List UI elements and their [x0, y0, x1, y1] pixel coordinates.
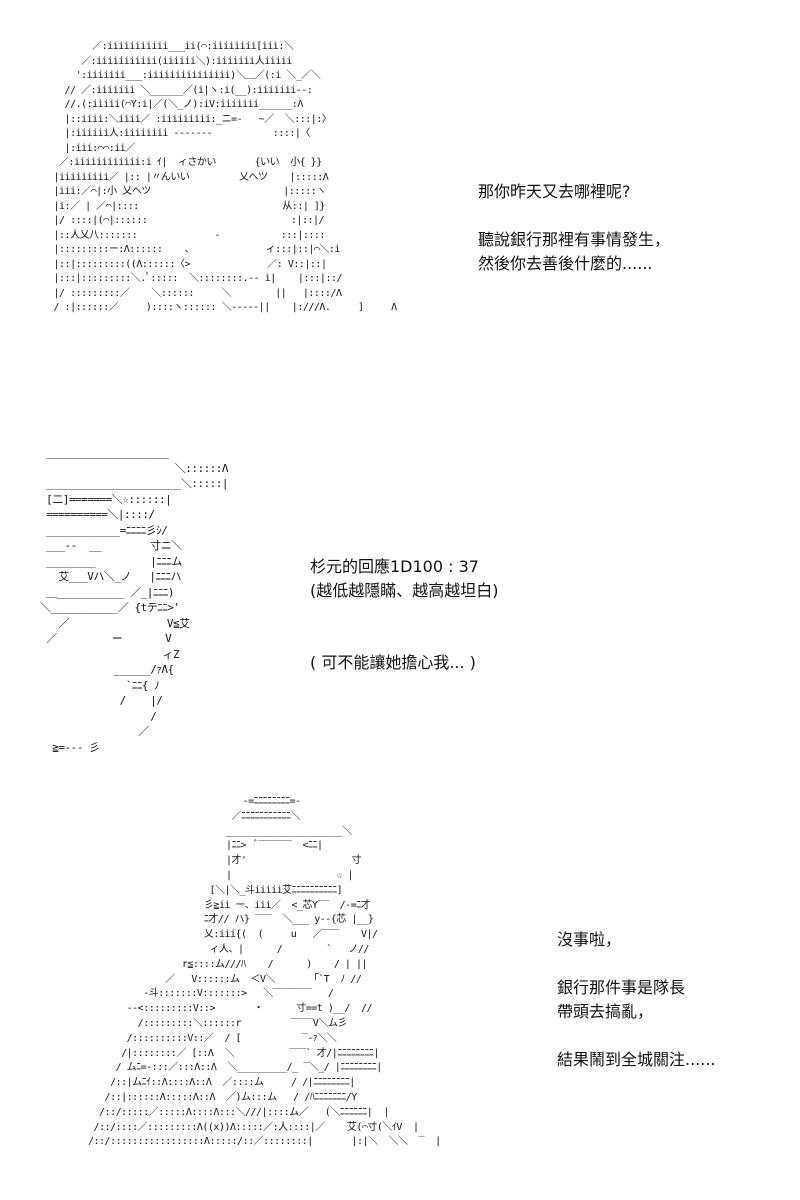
dialogue-line: 沒事啦， — [557, 930, 622, 949]
dice-rule-line: (越低越隱瞞、越高越坦白) — [310, 581, 499, 600]
line-gap — [310, 627, 499, 651]
dialogue-line: 然後你去善後什麼的...... — [478, 254, 653, 273]
panel-1: ／:iiiiiiiiiii___ii(⌒:iiiiiiii[iii:＼ ／:ii… — [40, 30, 800, 400]
dialogue-block-1: 那你昨天又去哪裡呢? 聽說銀行那裡有事情發生， 然後你去善後什麼的...... — [478, 180, 670, 276]
panel-3: -=ﾆﾆﾆﾆﾆﾆﾆﾆ=- ／ﾆﾆﾆﾆﾆﾆﾆﾆﾆﾆﾆ＼ _____________… — [80, 790, 800, 1190]
dialogue-block-3: 沒事啦， 銀行那件事是隊長 帶頭去搞亂， 結果鬧到全城關注...... — [557, 928, 716, 1072]
dialogue-line: 那你昨天又去哪裡呢? — [478, 182, 631, 201]
ascii-art-woman: ／:iiiiiiiiiii___ii(⌒:iiiiiiii[iii:＼ ／:ii… — [53, 41, 398, 313]
dialogue-line: 銀行那件事是隊長 — [557, 978, 686, 997]
dialogue-line: 結果鬧到全城關注...... — [557, 1050, 716, 1069]
dialogue-line: 帶頭去搞亂， — [557, 1002, 654, 1021]
ascii-art-soldier: -=ﾆﾆﾆﾆﾆﾆﾆﾆ=- ／ﾆﾆﾆﾆﾆﾆﾆﾆﾆﾆﾆ＼ _____________… — [88, 796, 441, 1148]
line-gap — [557, 952, 716, 976]
ascii-art-soldier-face: ____________________ ＼::::::Λ __________… — [40, 446, 229, 754]
dialogue-line: 聽說銀行那裡有事情發生， — [478, 230, 671, 249]
line-gap — [310, 603, 499, 627]
inner-thought-line: ( 可不能讓她擔心我... ) — [310, 653, 476, 672]
panel-2: ____________________ ＼::::::Λ __________… — [30, 440, 800, 820]
line-gap — [478, 204, 670, 228]
dialogue-block-2: 杉元的回應1D100 : 37 (越低越隱瞞、越高越坦白) ( 可不能讓她擔心我… — [310, 555, 499, 675]
dice-result-line: 杉元的回應1D100 : 37 — [310, 557, 479, 576]
line-gap — [557, 1024, 716, 1048]
